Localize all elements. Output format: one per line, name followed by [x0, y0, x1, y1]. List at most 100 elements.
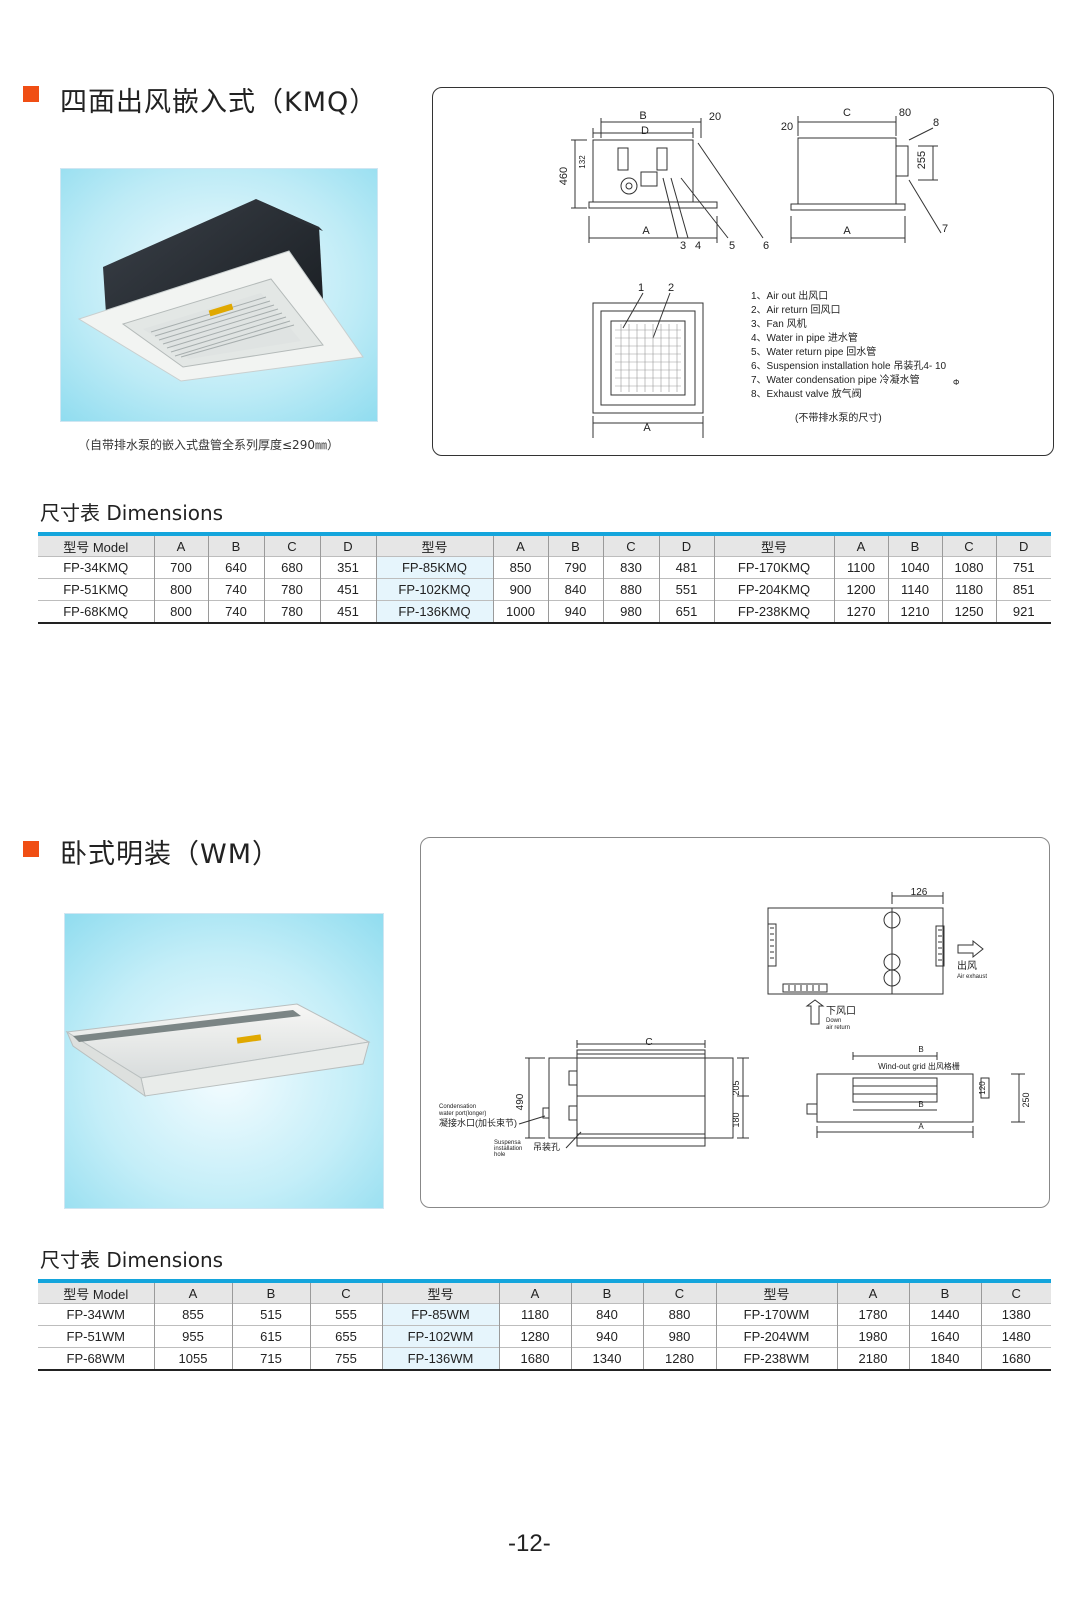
kmq-technical-drawing: B D 20 C 80 8 20 460 132 255 A 3 4 5 6 A… [558, 107, 959, 438]
table-cell: 1055 [153, 1347, 232, 1371]
header-cell: A [836, 1279, 909, 1304]
legend-item: 1、Air out 出风口 [751, 289, 828, 302]
dim-label: 3 [680, 240, 686, 252]
table-row: FP-51KMQ 800 740 780 451 FP-102KMQ 900 8… [38, 578, 1051, 601]
header-cell: C [602, 532, 659, 557]
model-cell: FP-34KMQ [38, 556, 154, 579]
condensation-label: 凝接水口(加长束节) [439, 1117, 517, 1128]
model-cell: FP-238KMQ [713, 600, 834, 624]
diagram-frame-kmq: B D 20 C 80 8 20 460 132 255 A 3 4 5 6 A… [432, 87, 1054, 456]
table-cell: 780 [263, 600, 320, 624]
dim-label: 2 [668, 282, 674, 294]
dimensions-heading: 尺寸表 Dimensions [40, 501, 224, 525]
dim-label: 8 [933, 117, 939, 129]
table-cell: 740 [207, 578, 264, 601]
table-row: FP-51WM 955 615 655 FP-102WM 1280 940 98… [38, 1325, 1051, 1348]
table-cell: 451 [319, 578, 376, 601]
table-cell: 1280 [498, 1325, 571, 1348]
table-cell: 1480 [980, 1325, 1051, 1348]
dim-label: D [641, 125, 649, 137]
suspension-label-en: hole [494, 1152, 506, 1158]
table-cell: 921 [995, 600, 1051, 624]
exhaust-label: 出风 [957, 959, 977, 972]
suspension-label-en: installation [494, 1146, 522, 1152]
dim-label: A [642, 225, 650, 237]
model-cell: FP-238WM [715, 1347, 837, 1371]
model-cell: FP-68KMQ [38, 600, 154, 624]
dim-label: C [645, 1037, 652, 1048]
dim-label: 126 [911, 887, 928, 898]
header-cell: 型号 [713, 532, 834, 557]
section-title-wm: 卧式明装（WM） [60, 839, 280, 870]
model-cell: FP-85WM [381, 1303, 499, 1326]
dim-label: 460 [558, 167, 570, 185]
table-cell: 980 [602, 600, 659, 624]
table-header-row: 型号 Model A B C 型号 A B C 型号 A B C [38, 1279, 1051, 1304]
dim-label: 6 [763, 240, 769, 252]
table-header-row: 型号 Model A B C D 型号 A B C D 型号 A B C D [38, 532, 1051, 557]
model-cell: FP-51KMQ [38, 578, 154, 601]
table-cell: 940 [547, 600, 603, 624]
photo-caption: （自带排水泵的嵌入式盘管全系列厚度≤290㎜） [78, 438, 339, 452]
table-row: FP-68WM 1055 715 755 FP-136WM 1680 1340 … [38, 1347, 1051, 1371]
dim-label: 80 [899, 107, 911, 119]
condensation-label-en: Condensation [439, 1104, 476, 1110]
legend-item: 2、Air return 回风口 [751, 304, 840, 316]
header-cell: D [319, 532, 376, 557]
header-cell: C [309, 1279, 382, 1304]
section-marker [23, 841, 39, 857]
product-photo-wm [64, 913, 384, 1209]
model-cell: FP-204KMQ [713, 578, 834, 601]
table-cell: 880 [602, 578, 659, 601]
legend-item: 8、Exhaust valve 放气阀 [751, 387, 862, 400]
table-cell: 1380 [980, 1303, 1051, 1326]
legend-note: (不带排水泵的尺寸) [795, 411, 882, 424]
section-marker [23, 86, 39, 102]
table-cell: 1250 [941, 600, 996, 624]
model-cell: FP-102WM [381, 1325, 499, 1348]
table-cell: 1080 [941, 556, 996, 579]
header-cell: 型号 Model [38, 532, 154, 557]
table-cell: 1200 [833, 578, 888, 601]
model-cell: FP-85KMQ [375, 556, 493, 579]
table-cell: 900 [492, 578, 548, 601]
dim-label: 490 [515, 1093, 526, 1110]
header-cell: B [547, 532, 603, 557]
grid-label: Wind-out grid 出风格栅 [878, 1061, 960, 1071]
table-cell: 1040 [887, 556, 942, 579]
table-cell: 1140 [887, 578, 942, 601]
table-cell: 790 [547, 556, 603, 579]
table-cell: 800 [153, 578, 208, 601]
table-cell: 800 [153, 600, 208, 624]
table-cell: 880 [642, 1303, 716, 1326]
header-cell: 型号 [381, 1279, 499, 1304]
table-cell: 551 [658, 578, 714, 601]
table-row: FP-34KMQ 700 640 680 351 FP-85KMQ 850 79… [38, 556, 1051, 579]
header-cell: A [153, 532, 208, 557]
table-cell: 1270 [833, 600, 888, 624]
table-cell: 1180 [498, 1303, 571, 1326]
diagram-frame-wm: 126 出风 Air exhaust 下风口 Down air return C… [420, 837, 1050, 1208]
header-cell: A [153, 1279, 232, 1304]
dim-label: A [918, 1122, 924, 1131]
table-cell: 840 [547, 578, 603, 601]
dim-label: 180 [731, 1112, 741, 1127]
dim-label: 1 [638, 282, 644, 294]
model-cell: FP-136WM [381, 1347, 499, 1371]
model-cell: FP-34WM [38, 1303, 154, 1326]
table-cell: 1280 [642, 1347, 716, 1371]
dim-label: A [843, 225, 851, 237]
suspension-label-en: Suspensa [494, 1140, 521, 1146]
table-cell: 1840 [908, 1347, 981, 1371]
table-cell: 651 [658, 600, 714, 624]
dim-label: 250 [1021, 1092, 1031, 1107]
table-cell: 780 [263, 578, 320, 601]
header-cell: 型号 [715, 1279, 837, 1304]
dim-label: 120 [978, 1081, 987, 1095]
legend-item: 7、Water condensation pipe 冷凝水管 [751, 373, 920, 386]
dimensions-table-kmq: 型号 Model A B C D 型号 A B C D 型号 A B C D F… [38, 532, 1051, 624]
table-cell: 481 [658, 556, 714, 579]
table-cell: 1680 [498, 1347, 571, 1371]
dim-label: 4 [695, 240, 701, 252]
legend-item: 3、Fan 风机 [751, 317, 807, 330]
